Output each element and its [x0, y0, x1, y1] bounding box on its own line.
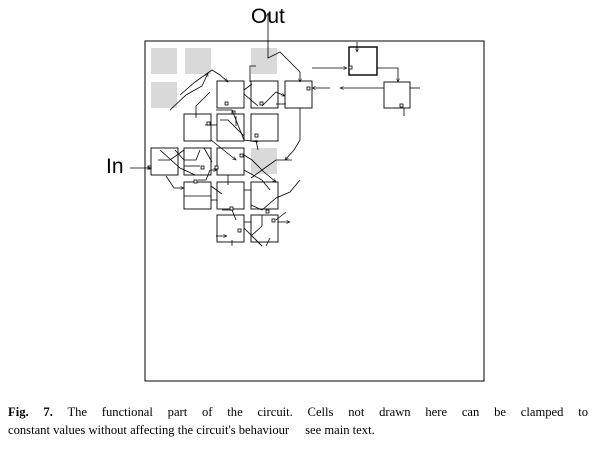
wires [130, 13, 420, 247]
figure: In Out [106, 0, 485, 382]
cell-array-boundary [144, 40, 485, 382]
input-label: In [106, 155, 124, 178]
caption-line-2: constant values without affecting the ci… [8, 421, 588, 439]
clamped-cells [151, 48, 277, 174]
circuit-diagram [130, 0, 485, 382]
caption-text-2b: see main text. [305, 423, 375, 437]
caption-text-2a: constant values without affecting the ci… [8, 423, 290, 437]
caption-label: Fig. 7. [8, 405, 53, 419]
functional-cells [150, 46, 411, 243]
figure-caption: Fig. 7. The functional part of the circu… [8, 403, 588, 439]
caption-text-1: The functional part of the circuit. Cell… [67, 405, 589, 419]
output-label: Out [251, 5, 285, 28]
caption-line-1: Fig. 7. The functional part of the circu… [8, 403, 588, 421]
